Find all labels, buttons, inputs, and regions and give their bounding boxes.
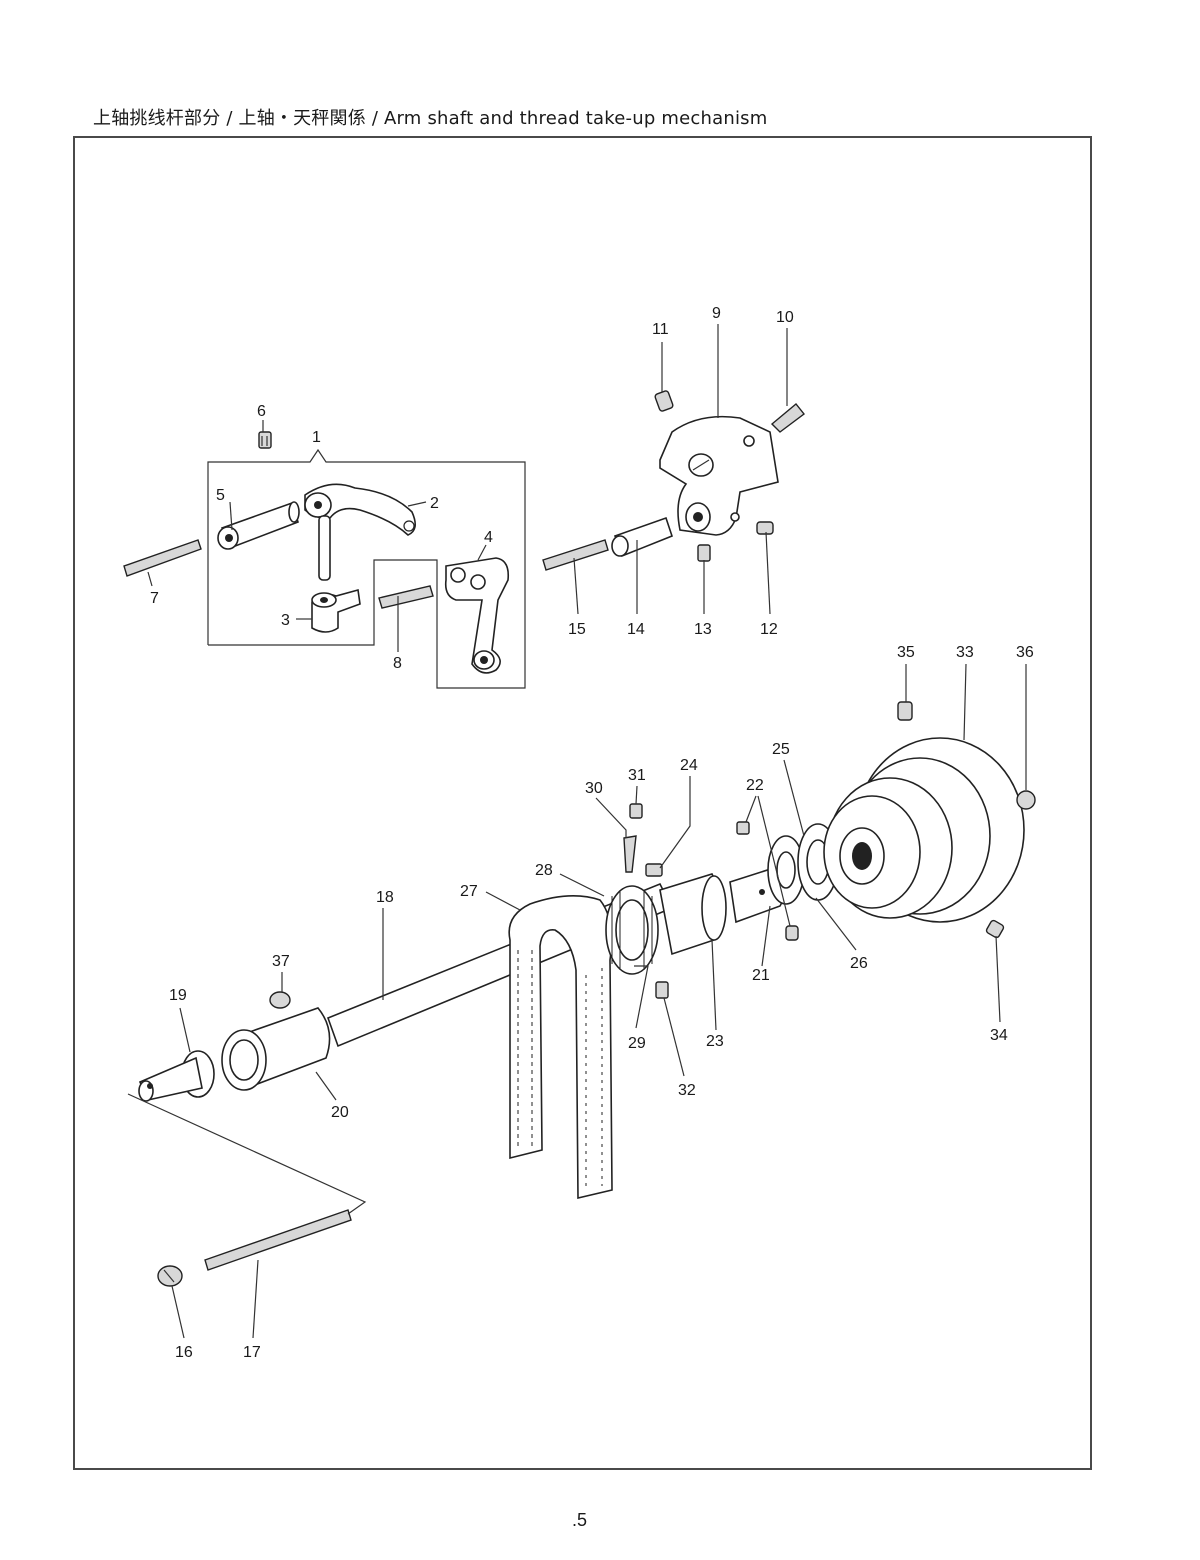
callout-37: 37 [272,953,290,970]
callout-18: 18 [376,889,394,906]
callout-22: 22 [746,777,764,794]
part-17-screw [205,1210,351,1270]
callout-15: 15 [568,621,586,638]
callout-6: 6 [257,403,266,420]
part-3-link-block [312,590,360,632]
callout-36: 36 [1016,644,1034,661]
part-19-collar [139,1051,214,1101]
part-10-screw [772,404,804,432]
part-36-screw [1017,791,1035,809]
callout-1: 1 [312,429,321,446]
part-8-screw [379,586,433,608]
callout-20: 20 [331,1104,349,1121]
part-24-set-screw [646,864,662,876]
part-31-set-screw [630,804,642,818]
callout-28: 28 [535,862,553,879]
callout-35: 35 [897,644,915,661]
part-2-crank [305,484,415,580]
part-23-bushing [660,874,726,954]
callout-9: 9 [712,305,721,322]
callout-23: 23 [706,1033,724,1050]
callout-4: 4 [484,529,493,546]
callout-7: 7 [150,590,159,607]
part-9-counterweight [660,417,778,535]
callout-17: 17 [243,1344,261,1361]
part-28-sprocket [606,886,658,974]
page-number: .5 [572,1510,587,1531]
part-16-screw [158,1266,182,1286]
part-30-screw [624,836,636,872]
callout-32: 32 [678,1082,696,1099]
part-12-set-screw [757,522,773,534]
part-7-screw [124,540,201,576]
callout-29: 29 [628,1035,646,1052]
callout-13: 13 [694,621,712,638]
callout-5: 5 [216,487,225,504]
part-14-pin [612,518,672,556]
part-33-handwheel [824,738,1024,922]
part-37-set-screw [270,992,290,1008]
callout-14: 14 [627,621,645,638]
callout-21: 21 [752,967,770,984]
callout-11: 11 [652,321,669,338]
callout-31: 31 [628,767,646,784]
callout-19: 19 [169,987,187,1004]
part-4-take-up-lever [446,558,509,673]
callout-27: 27 [460,883,478,900]
callout-25: 25 [772,741,790,758]
part-11-set-screw [654,390,673,412]
part-6-set-screw [259,432,271,448]
callout-33: 33 [956,644,974,661]
callout-34: 34 [990,1027,1008,1044]
callout-30: 30 [585,780,603,797]
callout-26: 26 [850,955,868,972]
callout-2: 2 [430,495,439,512]
part-13-set-screw [698,545,710,561]
callout-3: 3 [281,612,290,629]
part-34-set-screw [985,919,1004,938]
callout-12: 12 [760,621,778,638]
callout-10: 10 [776,309,794,326]
callout-24: 24 [680,757,698,774]
part-35-set-screw [898,702,912,720]
callout-16: 16 [175,1344,193,1361]
part-20-bushing [222,1008,330,1090]
part-15-screw [543,540,608,570]
part-32-set-screw [656,982,668,998]
callout-8: 8 [393,655,402,672]
